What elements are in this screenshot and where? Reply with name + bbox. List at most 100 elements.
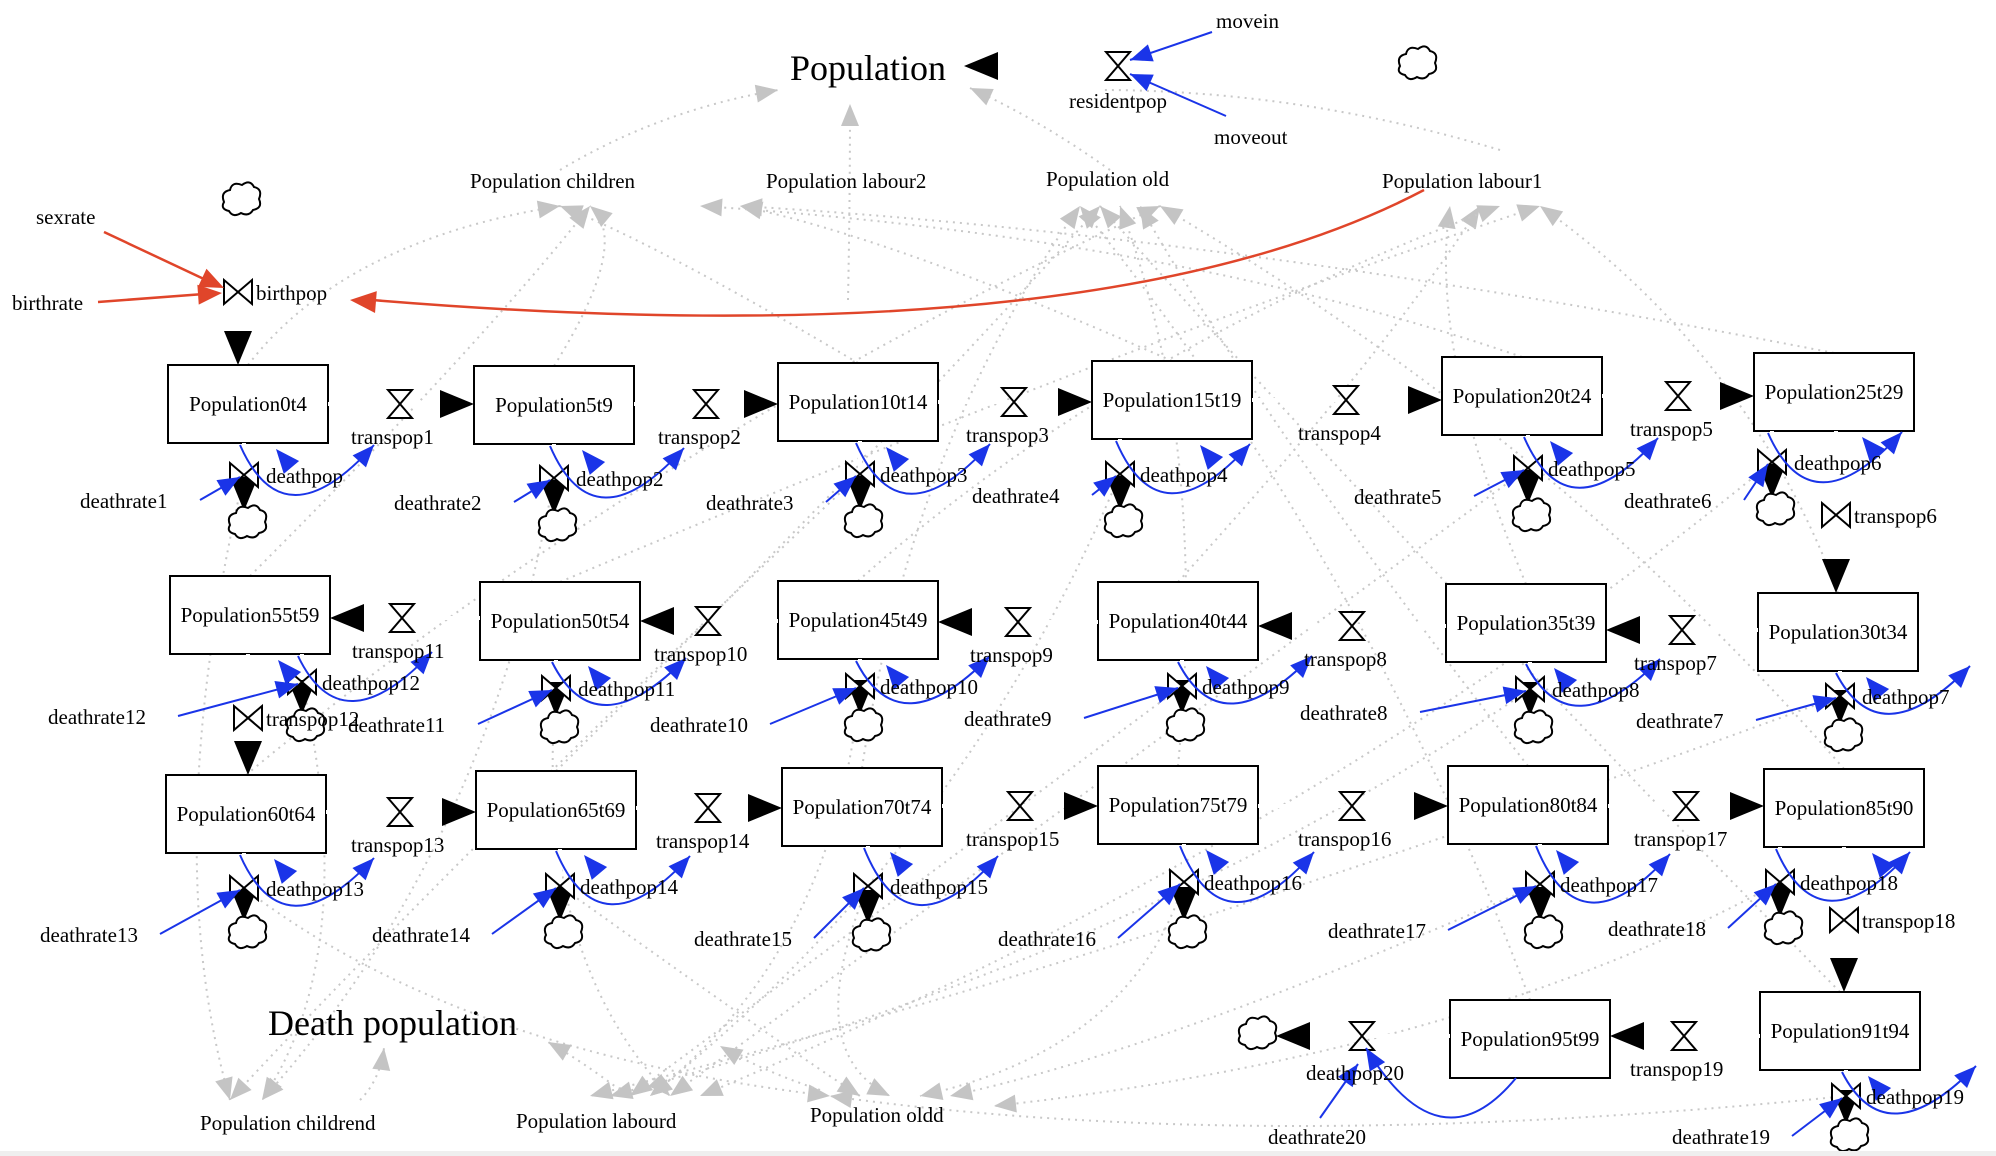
transfer-flow-label[interactable]: transpop19 [1630, 1057, 1723, 1081]
death-flow-label[interactable]: deathpop20 [1306, 1061, 1404, 1085]
death-flow-label[interactable]: deathpop19 [1866, 1085, 1964, 1109]
transfer-flow-label[interactable]: transpop4 [1298, 421, 1381, 445]
stock-box[interactable] [1097, 765, 1259, 845]
transfer-valve-icon[interactable] [1003, 607, 1033, 637]
stock-population20t24[interactable] [1441, 356, 1603, 436]
transfer-valve-icon[interactable] [385, 389, 415, 419]
stock-box[interactable] [475, 770, 637, 850]
stock-box[interactable] [169, 575, 331, 655]
death-flow-label[interactable]: deathpop3 [880, 463, 967, 487]
resident-valve-icon[interactable] [1103, 51, 1133, 81]
transfer-valve-icon[interactable] [693, 606, 723, 636]
stock-box[interactable] [1763, 768, 1925, 848]
stock-population55t59[interactable] [169, 575, 331, 655]
transfer-valve-icon[interactable] [691, 389, 721, 419]
transfer-flow-label[interactable]: transpop12 [266, 707, 359, 731]
transfer-valve-icon[interactable] [387, 603, 417, 633]
transfer-flow-label[interactable]: transpop16 [1298, 827, 1391, 851]
stock-population45t49[interactable] [777, 580, 939, 660]
death-valve-icon[interactable] [1347, 1021, 1377, 1051]
transfer-flow-label[interactable]: transpop6 [1854, 504, 1937, 528]
transfer-valve-icon[interactable] [693, 793, 723, 823]
transfer-valve-icon[interactable] [1337, 611, 1367, 641]
stock-box[interactable] [479, 581, 641, 661]
stock-box[interactable] [1759, 991, 1921, 1071]
transfer-flow-label[interactable]: transpop15 [966, 827, 1059, 851]
transfer-flow-label[interactable]: transpop1 [351, 425, 434, 449]
transfer-flow-label[interactable]: transpop11 [352, 639, 445, 663]
stock-box[interactable] [1447, 765, 1609, 845]
death-population-title[interactable]: Death population [268, 1003, 517, 1043]
birthpop-label[interactable]: birthpop [256, 281, 327, 305]
stock-box[interactable] [1441, 356, 1603, 436]
death-flow-label[interactable]: deathpop [266, 464, 343, 488]
stock-box[interactable] [781, 767, 943, 847]
stock-population50t54[interactable] [479, 581, 641, 661]
stock-box[interactable] [777, 580, 939, 660]
death-flow-label[interactable]: deathpop8 [1552, 678, 1639, 702]
stock-population60t64[interactable] [165, 774, 327, 854]
stock-box[interactable] [165, 774, 327, 854]
birth-valve-icon[interactable] [223, 277, 253, 307]
transfer-valve-icon[interactable] [1669, 1021, 1699, 1051]
population-title[interactable]: Population [790, 48, 946, 88]
transfer-flow-label[interactable]: transpop17 [1634, 827, 1727, 851]
death-flow-label[interactable]: deathpop4 [1140, 463, 1228, 487]
death-flow-label[interactable]: deathpop11 [578, 677, 675, 701]
transfer-flow-label[interactable]: transpop9 [970, 643, 1053, 667]
transfer-flow-label[interactable]: transpop13 [351, 833, 444, 857]
death-flow-label[interactable]: deathpop2 [576, 467, 663, 491]
transfer-valve-icon[interactable] [1663, 381, 1693, 411]
death-flow-label[interactable]: deathpop6 [1794, 451, 1881, 475]
stock-box[interactable] [1445, 583, 1607, 663]
death-flow-label[interactable]: deathpop16 [1204, 871, 1302, 895]
stock-population75t79[interactable] [1097, 765, 1259, 845]
death-flow-label[interactable]: deathpop9 [1202, 675, 1289, 699]
transfer-valve-icon[interactable] [1829, 905, 1859, 935]
transfer-valve-icon[interactable] [999, 387, 1029, 417]
stock-box[interactable] [1091, 360, 1253, 440]
transfer-flow-label[interactable]: transpop14 [656, 829, 750, 853]
transfer-flow-label[interactable]: transpop5 [1630, 417, 1713, 441]
transfer-valve-icon[interactable] [1337, 791, 1367, 821]
valve-to-stock-arrowhead-icon [890, 852, 914, 877]
transfer-flow-label[interactable]: transpop2 [658, 425, 741, 449]
transfer-flow-label[interactable]: transpop7 [1634, 651, 1717, 675]
stock-population35t39[interactable] [1445, 583, 1607, 663]
transfer-valve-icon[interactable] [1331, 385, 1361, 415]
stock-population15t19[interactable] [1091, 360, 1253, 440]
stock-box[interactable] [1753, 352, 1915, 432]
stock-population91t94[interactable] [1759, 991, 1921, 1071]
residentpop-label[interactable]: residentpop [1069, 89, 1167, 113]
stock-population40t44[interactable] [1097, 581, 1259, 661]
transfer-flow-label[interactable]: transpop10 [654, 642, 747, 666]
stock-population80t84[interactable] [1447, 765, 1609, 845]
transfer-flow-label[interactable]: transpop3 [966, 423, 1049, 447]
death-flow-label[interactable]: deathpop7 [1862, 685, 1949, 709]
death-flow-label[interactable]: deathpop12 [322, 671, 420, 695]
transfer-valve-icon[interactable] [1671, 791, 1701, 821]
death-flow-label[interactable]: deathpop18 [1800, 871, 1898, 895]
stock-population95t99[interactable] [1449, 999, 1611, 1079]
death-flow-label[interactable]: deathpop13 [266, 877, 364, 901]
info-link-arrowhead-icon [1648, 854, 1670, 877]
transfer-flow-label[interactable]: transpop18 [1862, 909, 1955, 933]
transfer-valve-icon[interactable] [1005, 791, 1035, 821]
stock-population65t69[interactable] [475, 770, 637, 850]
stock-population70t74[interactable] [781, 767, 943, 847]
death-flow-label[interactable]: deathpop14 [580, 875, 678, 899]
transfer-valve-icon[interactable] [233, 703, 263, 733]
transfer-valve-icon[interactable] [385, 797, 415, 827]
stock-box[interactable] [1097, 581, 1259, 661]
stock-box[interactable] [1449, 999, 1611, 1079]
transfer-valve-icon[interactable] [1667, 615, 1697, 645]
death-flow-label[interactable]: deathpop17 [1560, 873, 1658, 897]
stock-label: Population25t29 [1765, 380, 1904, 404]
death-flow-label[interactable]: deathpop10 [880, 675, 978, 699]
stock-population85t90[interactable] [1763, 768, 1925, 848]
stock-population25t29[interactable] [1753, 352, 1915, 432]
transfer-flow-label[interactable]: transpop8 [1304, 647, 1387, 671]
transfer-valve-icon[interactable] [1821, 500, 1851, 530]
death-flow-label[interactable]: deathpop15 [890, 875, 988, 899]
death-flow-label[interactable]: deathpop5 [1548, 457, 1635, 481]
